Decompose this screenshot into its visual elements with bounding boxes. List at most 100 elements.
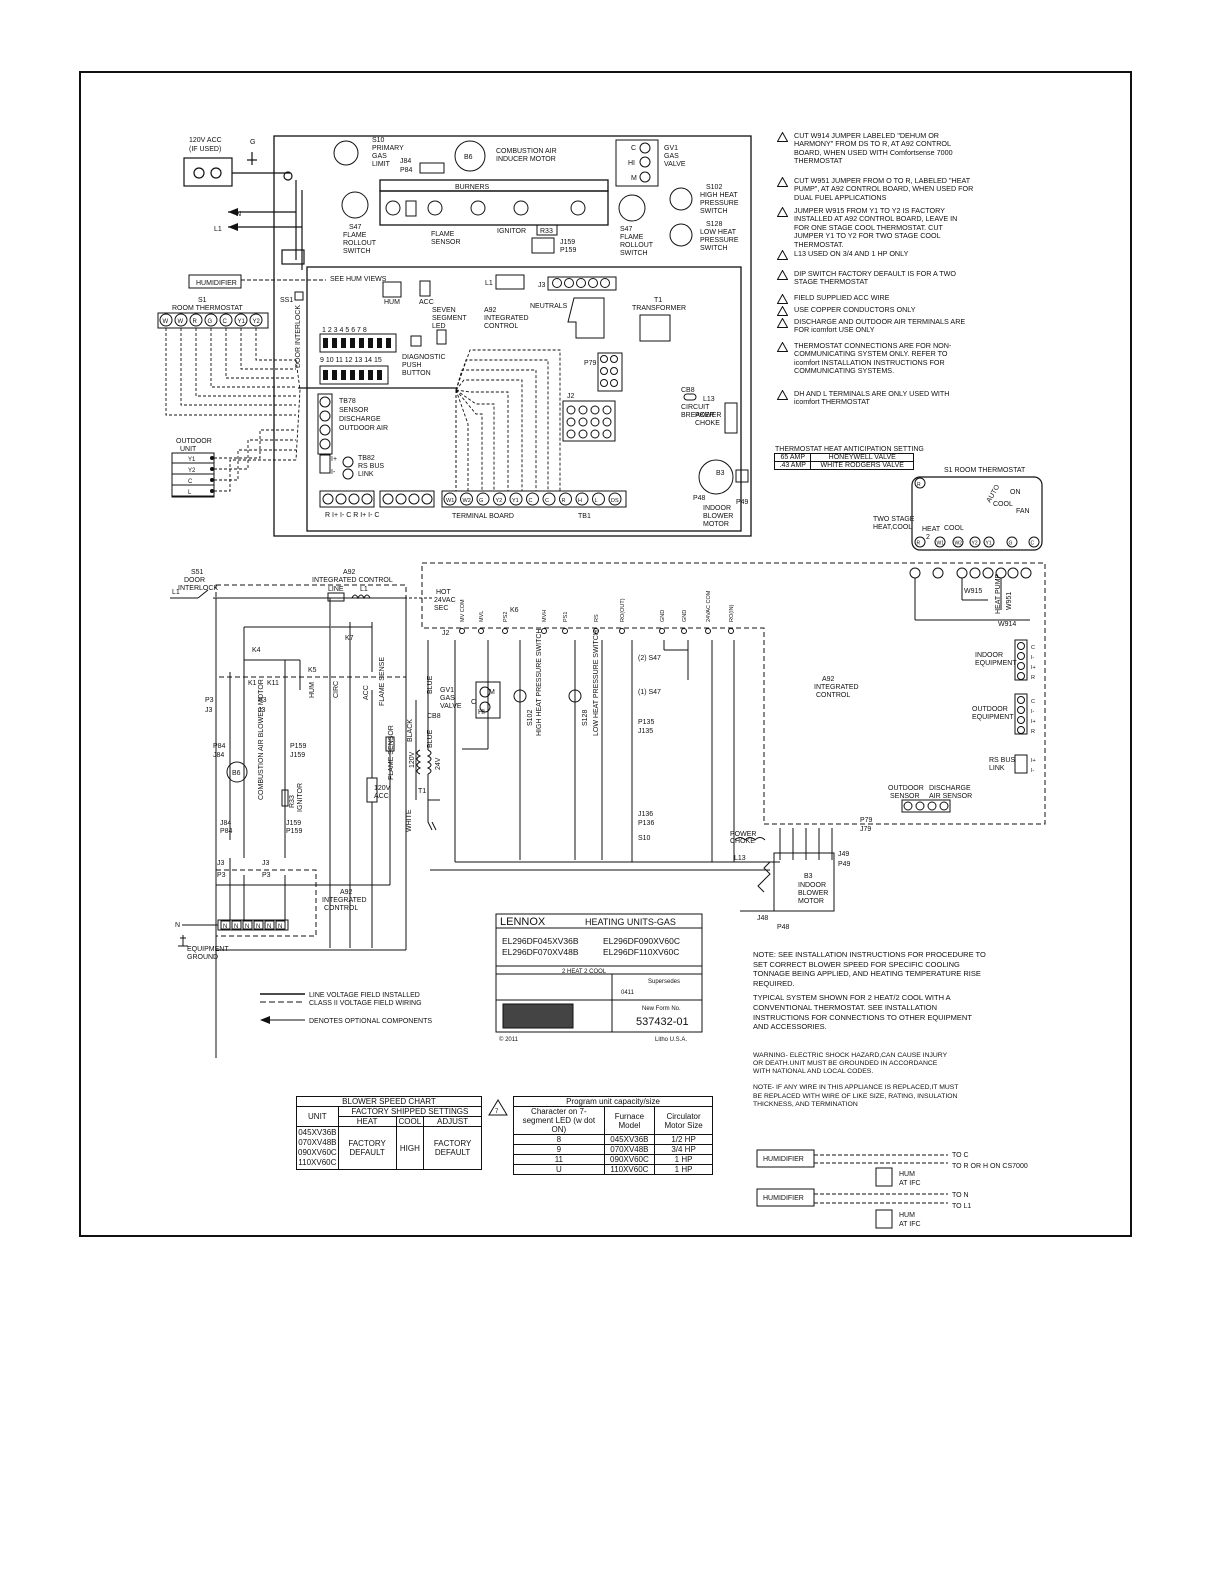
gv1-hi-ladder: HI bbox=[478, 709, 485, 716]
blower-heat-val: FACTORY DEFAULT bbox=[337, 1126, 397, 1170]
dip-switch bbox=[341, 338, 346, 348]
j3-label-2: J3 bbox=[258, 707, 266, 714]
blower-factory-header: FACTORY SHIPPED SETTINGS bbox=[337, 1106, 483, 1117]
j3-label-4: J3 bbox=[262, 860, 270, 867]
p3-label-1: P3 bbox=[205, 697, 214, 704]
program-r3c3: 1 HP bbox=[654, 1154, 713, 1165]
ladder-j2: J2 bbox=[442, 630, 450, 637]
a92-right-2: INTEGRATED bbox=[814, 684, 859, 691]
io-terminal bbox=[1017, 706, 1025, 714]
s47a-switch: SWITCH bbox=[343, 248, 371, 255]
note-item: FIELD SUPPLIED ACC WIRE bbox=[776, 293, 977, 304]
outdoor-unit-1: OUTDOOR bbox=[176, 438, 212, 445]
j2-pin bbox=[590, 429, 600, 439]
a92-pin-label: MVL bbox=[479, 611, 485, 622]
s51-door: DOOR bbox=[184, 577, 205, 584]
tb1-terminal-label: Y1 bbox=[512, 498, 519, 504]
note-item: DH AND L TERMINALS ARE ONLY USED WITH ic… bbox=[776, 389, 977, 407]
t1-transformer: TRANSFORMER bbox=[632, 305, 686, 312]
blower-adjust-header: ADJUST bbox=[423, 1116, 482, 1127]
gv1-ladder-gas: GAS bbox=[440, 695, 455, 702]
io-terminal bbox=[1017, 716, 1025, 724]
p3-label-4: P3 bbox=[262, 872, 271, 879]
hot-label: HOT bbox=[436, 589, 452, 596]
a92-pin bbox=[659, 628, 665, 634]
io-terminal-label: C bbox=[1031, 699, 1035, 705]
a92-label: A92 bbox=[484, 307, 497, 314]
tb1-terminal-label: G bbox=[479, 498, 483, 504]
gv1-valve: VALVE bbox=[664, 161, 686, 168]
acc120-2: ACC bbox=[374, 793, 389, 800]
j3-label-3: J3 bbox=[217, 860, 225, 867]
s10-label: S10 bbox=[372, 137, 385, 144]
tb-model: EL296DF090XV60C bbox=[603, 936, 680, 946]
dip-switch-bank-2 bbox=[323, 370, 382, 380]
right-notes: NOTE: SEE INSTALLATION INSTRUCTIONS FOR … bbox=[753, 950, 989, 1109]
io-terminal bbox=[1017, 672, 1025, 680]
s102-label: S102 bbox=[706, 184, 722, 191]
tb1-label: TB1 bbox=[578, 513, 591, 520]
burner-bar bbox=[379, 179, 609, 192]
s10-limit-label: LIMIT bbox=[372, 161, 391, 168]
program-r1c1: 8 bbox=[513, 1134, 605, 1145]
s10-gas-label: GAS bbox=[372, 153, 387, 160]
j3-label-1: J3 bbox=[205, 707, 213, 714]
tb1-terminal bbox=[460, 492, 473, 506]
note-text: CUT W914 JUMPER LABELED "DEHUM OR HARMON… bbox=[794, 131, 953, 166]
tb-config: 2 HEAT 2 COOL bbox=[562, 969, 607, 975]
note-item: CUT W951 JUMPER FROM O TO R, LABELED "HE… bbox=[776, 176, 977, 202]
s47b-rollout: ROLLOUT bbox=[620, 242, 654, 249]
s47b-ladder: (1) S47 bbox=[638, 689, 661, 696]
tb-form-label: New Form No. bbox=[642, 1006, 681, 1012]
dip-row1: 1 2 3 4 5 6 7 8 bbox=[322, 327, 367, 334]
rs-bus-2: LINK bbox=[989, 765, 1005, 772]
sensor-terminal bbox=[939, 801, 949, 811]
outdoor-terminal-label: Y2 bbox=[188, 468, 196, 474]
ant-r2c1: .43 AMP bbox=[773, 461, 812, 470]
p79-label: P79 bbox=[584, 360, 597, 367]
s47a-flame: FLAME bbox=[343, 232, 367, 239]
s10-primary-label: PRIMARY bbox=[372, 145, 404, 152]
p48-label: P48 bbox=[693, 495, 706, 502]
a92-pin-label: PS2 bbox=[503, 612, 509, 622]
j2-pin bbox=[566, 405, 576, 415]
discharge-1: DISCHARGE bbox=[929, 785, 971, 792]
room-stat-terminal-label: Y2 bbox=[972, 541, 978, 547]
neutral-terminal-label: N bbox=[267, 924, 271, 930]
b6-label: B6 bbox=[464, 154, 473, 161]
warning-triangle-icon bbox=[776, 317, 789, 328]
program-r4c2: 110XV60C bbox=[603, 1164, 656, 1175]
dip-switch bbox=[377, 370, 382, 380]
seven-label: SEVEN bbox=[432, 307, 456, 314]
dip-switch bbox=[323, 370, 328, 380]
thermostat-terminal-label: Y2 bbox=[253, 319, 261, 325]
svg-text:7: 7 bbox=[495, 1109, 499, 1115]
ss1-label: SS1 bbox=[280, 297, 293, 304]
dip-switch bbox=[359, 370, 364, 380]
j84-ladder-2: J84 bbox=[220, 820, 231, 827]
right-note-3: NOTE- IF ANY WIRE IN THIS APPLIANCE IS R… bbox=[753, 1084, 959, 1108]
humv-to-c: TO C bbox=[952, 1152, 969, 1159]
l13-label: L13 bbox=[703, 396, 715, 403]
heat-label: HEAT bbox=[922, 526, 941, 533]
power-choke-2: CHOKE bbox=[730, 838, 755, 845]
s47b-flame: FLAME bbox=[620, 234, 644, 241]
a92-pin bbox=[593, 628, 599, 634]
burners-label: BURNERS bbox=[455, 184, 490, 191]
blower-unit-4: 110XV60C bbox=[298, 1158, 337, 1167]
outdoor-terminal-label: L bbox=[188, 490, 192, 496]
acc-120v-label: 120V ACC bbox=[189, 137, 222, 144]
equip-ground-1: EQUIPMENT bbox=[187, 946, 229, 953]
neutral-terminal bbox=[231, 920, 242, 930]
a92-pin bbox=[502, 628, 508, 634]
blower-adjust-val: FACTORY DEFAULT bbox=[423, 1126, 482, 1170]
tb1-terminal-label: R bbox=[562, 498, 566, 504]
i-plus-label: I+ bbox=[331, 456, 337, 463]
cb8-breaker: BREAKER bbox=[681, 412, 714, 419]
b3-ladder: B3 bbox=[804, 873, 813, 880]
a92-pin-label: MV COM bbox=[460, 599, 466, 622]
door-interlock-label: DOOR INTERLOCK bbox=[295, 305, 302, 368]
